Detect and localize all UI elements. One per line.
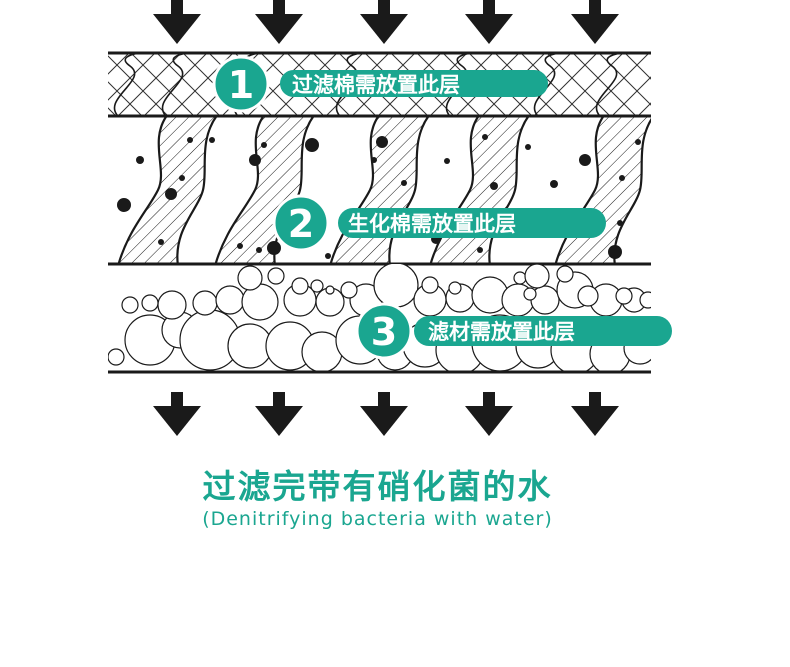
down-arrow-icon	[153, 392, 201, 436]
down-arrow-icon	[255, 0, 303, 44]
outflow-arrows	[153, 392, 619, 436]
layer-2-label: 2 生化棉需放置此层	[272, 194, 606, 252]
caption-chinese: 过滤完带有硝化菌的水	[202, 467, 553, 506]
layer-3-label: 3 滤材需放置此层	[355, 302, 672, 360]
down-arrow-icon	[571, 0, 619, 44]
layer-3-text: 滤材需放置此层	[428, 320, 575, 344]
down-arrow-icon	[360, 0, 408, 44]
inflow-arrows	[153, 0, 619, 44]
down-arrow-icon	[360, 392, 408, 436]
layer-2-text: 生化棉需放置此层	[348, 212, 516, 236]
layer-1-label: 1 过滤棉需放置此层	[212, 55, 548, 113]
down-arrow-icon	[255, 392, 303, 436]
layer-1-text: 过滤棉需放置此层	[292, 73, 460, 97]
down-arrow-icon	[465, 392, 513, 436]
down-arrow-icon	[153, 0, 201, 44]
down-arrow-icon	[465, 0, 513, 44]
layer-2-bio-sponge	[117, 116, 651, 264]
layer-2-number: 2	[288, 202, 314, 246]
caption-english: (Denitrifying bacteria with water)	[202, 508, 553, 530]
layer-3-number: 3	[371, 310, 397, 354]
layer-1-number: 1	[228, 63, 254, 107]
down-arrow-icon	[571, 392, 619, 436]
